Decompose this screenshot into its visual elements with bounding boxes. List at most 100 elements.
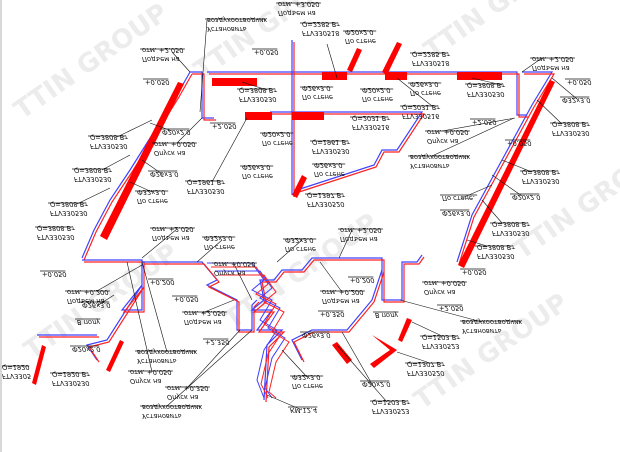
annotation-label: +0.050	[254, 48, 278, 56]
label-line: отм. +0.200	[67, 288, 108, 296]
label-line: +2.050	[439, 304, 463, 312]
label-line: +0.050	[145, 78, 169, 86]
label-line: Ф26x3.0	[314, 161, 342, 169]
label-line: По стене	[137, 197, 168, 205]
leader-line	[141, 228, 178, 259]
label-line: Установить	[137, 357, 177, 365]
return-pipe	[456, 71, 554, 263]
supply-pipe	[334, 256, 425, 303]
heating-cable-bar	[332, 342, 352, 364]
leader-line	[186, 329, 241, 389]
label-line: Q=3808 Вт	[74, 166, 112, 174]
annotation-label: Ф32x3.0По стене	[137, 188, 168, 205]
annotation-label: +0.050	[462, 268, 486, 276]
pipe-layer	[37, 40, 556, 403]
heating-cable-bar	[245, 112, 272, 120]
leader-line	[96, 264, 143, 292]
label-line: Q=3808 Вт	[50, 200, 88, 208]
label-line: По стене.	[442, 194, 475, 202]
label-line: Ф26x3.0	[410, 80, 438, 88]
annotation-label: По стене.	[442, 194, 475, 202]
leader-line	[76, 187, 111, 205]
heating-cable-bar	[347, 48, 362, 72]
leader-line	[176, 117, 203, 144]
heating-cable-bar	[398, 318, 412, 342]
label-line: Ф20x2.0	[345, 28, 373, 36]
leader-line	[149, 122, 173, 132]
label-line: FTV330530	[492, 229, 530, 237]
label-line: FTV330523	[422, 342, 460, 350]
label-line: Q=1961 Вт	[187, 178, 225, 186]
label-line: отм. +2.050	[184, 309, 225, 317]
annotation-label: Ф20x2.0	[362, 380, 390, 388]
label-line: FTV330530	[477, 252, 515, 260]
label-line: Подъем на	[322, 297, 360, 305]
label-line: Q=3808 Вт	[552, 120, 590, 128]
label-line: Q=3808 Вт	[90, 133, 128, 141]
label-line: FTV330518	[302, 29, 340, 37]
label-line: FTV330530	[74, 175, 112, 183]
label-line: +0.050	[174, 295, 198, 303]
leader-line	[491, 174, 523, 197]
label-line: +0.200	[150, 278, 174, 286]
label-line: Q=3808 Вт	[467, 81, 505, 89]
label-line: Q=3808 Вт	[522, 168, 560, 176]
label-line: Ф26x3.0	[82, 301, 110, 309]
label-line: FTV330516	[402, 112, 440, 120]
label-line: Q=2031 Вт	[402, 103, 440, 111]
annotation-label: Ф26x3.0	[302, 331, 330, 339]
watermark-logo: TTIN GROUP	[409, 288, 574, 416]
leader-layer	[2, 2, 591, 411]
label-line: Ф32x3.0	[292, 373, 320, 381]
label-line: Q=1307 Вт	[407, 360, 445, 368]
heating-cable-bar	[458, 80, 555, 268]
annotation-label: Ф20x2.0По стене	[345, 28, 376, 45]
label-line: Q=2285 Вт	[302, 20, 340, 28]
label-line: По стене	[302, 93, 333, 101]
leader-line	[338, 229, 353, 259]
leader-line	[96, 294, 115, 307]
return-pipe	[291, 269, 383, 361]
label-line: Установить	[462, 327, 502, 335]
label-line: Q=3808 Вт	[37, 224, 75, 232]
label-line: Опуск на	[130, 377, 161, 385]
leader-line	[521, 57, 543, 73]
label-line: FTV330530	[52, 379, 90, 387]
label-line: Установить	[207, 25, 247, 33]
heating-cable-bar	[382, 42, 402, 75]
supply-pipe	[192, 73, 216, 121]
label-line: В полу	[375, 311, 398, 319]
heating-cable-bar	[212, 78, 257, 86]
supply-pipe	[83, 73, 193, 261]
leader-line	[431, 117, 515, 157]
annotation-label: Ф26x3.0	[150, 170, 178, 178]
label-line: FTV330530	[187, 187, 225, 195]
heating-cable-bar	[106, 340, 124, 372]
supply-pipe	[293, 271, 385, 363]
label-line: Q=1503 Вт	[422, 333, 460, 341]
label-line: +0.050	[254, 48, 278, 56]
leader-line	[266, 394, 303, 411]
annotation-label: Ф20x2.0По стене	[262, 130, 293, 147]
leader-line	[341, 331, 373, 385]
heating-cable-bar	[292, 175, 307, 198]
label-line: отм. +0.050	[424, 279, 465, 287]
leader-line	[411, 321, 443, 337]
supply-pipe	[252, 259, 334, 403]
label-line: Ф32x3.0	[562, 96, 590, 104]
label-line: Ф20x2.0	[362, 86, 390, 94]
